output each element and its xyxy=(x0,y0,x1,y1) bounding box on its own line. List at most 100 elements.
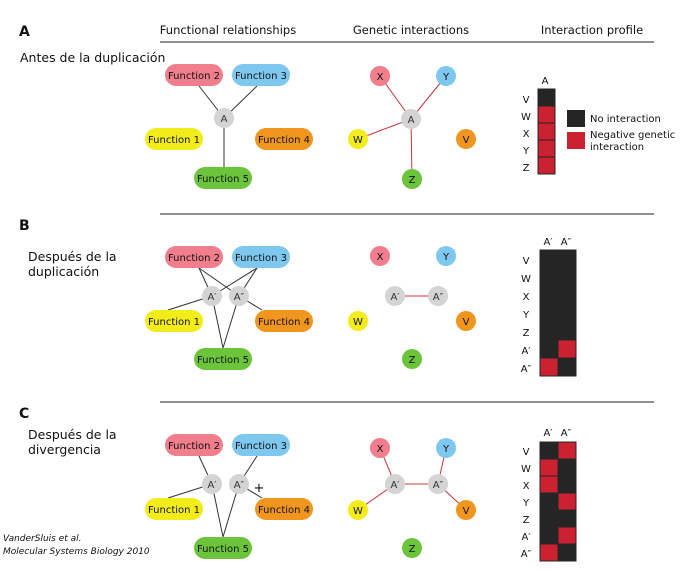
partner-node xyxy=(402,538,422,558)
gene-label: A xyxy=(221,114,228,125)
profile-cell-negative xyxy=(537,122,556,141)
function-label: Function 5 xyxy=(197,174,249,185)
profile-row-label: V xyxy=(523,256,530,267)
profile-cell-none xyxy=(557,509,577,528)
profile-cell-none xyxy=(557,357,577,377)
function-label: Function 3 xyxy=(235,441,287,452)
partner-label: Z xyxy=(409,355,416,366)
profile-cell-negative xyxy=(557,339,577,359)
profile-row-label: X xyxy=(523,292,530,303)
function-node xyxy=(145,128,203,150)
profile-cell-negative xyxy=(537,156,556,175)
partner-node xyxy=(402,169,422,189)
gene-node xyxy=(202,474,222,494)
new-function-mark: + xyxy=(254,481,265,496)
legend-label: No interaction xyxy=(590,114,661,125)
panel-title-line: Después de la xyxy=(28,427,117,442)
gene-label: A′ xyxy=(390,292,400,303)
profile-cell-negative xyxy=(557,492,577,511)
profile-row-label: Y xyxy=(522,498,530,509)
header-genetic-interactions: Genetic interactions xyxy=(353,23,469,37)
profile-row-label: W xyxy=(521,112,531,123)
gene-label: A″ xyxy=(433,292,444,303)
profile-cell-none xyxy=(539,339,559,359)
profile-cell-negative xyxy=(537,139,556,158)
partner-node xyxy=(370,66,390,86)
partner-label: V xyxy=(463,506,470,517)
panel-a: A Antes de la duplicación Function 2 Fun… xyxy=(19,24,675,189)
gene-node xyxy=(428,286,448,306)
profile-row-label: A′ xyxy=(521,346,531,357)
profile-row-label: V xyxy=(523,95,530,106)
profile-row-label: Z xyxy=(523,328,530,339)
gene-label: A′ xyxy=(390,480,400,491)
function-label: Function 2 xyxy=(168,253,220,264)
functional-diagram: Function 2 Function 3 Function 1 Functio… xyxy=(145,64,313,189)
panel-letter: C xyxy=(19,406,29,422)
gene-label: A′ xyxy=(207,480,217,491)
partner-node xyxy=(348,500,368,520)
profile-cell-none xyxy=(539,267,559,287)
partner-node xyxy=(456,311,476,331)
profile-row-label: A′ xyxy=(521,532,531,543)
gene-node xyxy=(202,286,222,306)
gene-label: A″ xyxy=(234,480,245,491)
function-node xyxy=(255,498,313,520)
interaction-profile: A′ A″ V W X Y Z A′ A″ xyxy=(521,237,577,377)
profile-cell-none xyxy=(557,303,577,323)
profile-cell-none xyxy=(557,267,577,287)
gene-node xyxy=(385,286,405,306)
genetic-edge xyxy=(410,118,413,180)
profile-column-label: A″ xyxy=(561,237,572,248)
function-label: Function 2 xyxy=(168,71,220,82)
function-node xyxy=(255,310,313,332)
partner-label: W xyxy=(353,317,363,328)
profile-grid xyxy=(539,249,577,377)
function-label: Function 5 xyxy=(197,355,249,366)
partner-node xyxy=(456,129,476,149)
profile-row-label: Z xyxy=(523,515,530,526)
panel-title-line: Después de la xyxy=(28,249,117,264)
genetic-diagram: X Y W V Z A′ A″ xyxy=(348,438,476,558)
profile-cell-none xyxy=(539,249,559,269)
function-node xyxy=(165,434,223,456)
profile-cell-negative xyxy=(537,105,556,124)
profile-cell-none xyxy=(537,88,556,107)
gene-node xyxy=(401,109,421,129)
function-node xyxy=(232,434,290,456)
interaction-profile: A′ A″ V W X Y Z A′ A″ xyxy=(521,428,577,562)
legend-label: interaction xyxy=(590,142,644,153)
profile-row-label: V xyxy=(523,447,530,458)
profile-row-label: Z xyxy=(523,163,530,174)
functional-diagram: Function 2 Function 3 Function 1 Functio… xyxy=(145,434,313,559)
partner-label: Z xyxy=(409,175,416,186)
partner-node xyxy=(436,438,456,458)
gene-node xyxy=(229,286,249,306)
header-functional-relationships: Functional relationships xyxy=(160,23,296,37)
partner-label: Y xyxy=(442,252,450,263)
profile-row-label: A″ xyxy=(521,549,532,560)
partner-node xyxy=(436,246,456,266)
legend: No interaction Negative genetic interact… xyxy=(567,110,675,153)
function-node xyxy=(232,246,290,268)
gene-node xyxy=(385,474,405,494)
function-node xyxy=(255,128,313,150)
partner-label: X xyxy=(377,252,384,263)
partner-node xyxy=(436,66,456,86)
function-label: Function 4 xyxy=(258,505,310,516)
legend-label: Negative genetic xyxy=(590,130,675,141)
function-label: Function 1 xyxy=(148,505,200,516)
profile-row-label: X xyxy=(523,129,530,140)
partner-label: X xyxy=(377,444,384,455)
legend-swatch-negative xyxy=(567,132,585,149)
genetic-diagram: X Y W V Z A′ A″ xyxy=(348,246,476,369)
profile-cell-none xyxy=(539,526,559,545)
function-label: Function 1 xyxy=(148,317,200,328)
profile-grid xyxy=(537,88,556,175)
gene-node xyxy=(214,108,234,128)
profile-cell-negative xyxy=(539,475,559,494)
function-node xyxy=(165,64,223,86)
profile-column-label: A′ xyxy=(543,237,553,248)
function-label: Function 4 xyxy=(258,135,310,146)
